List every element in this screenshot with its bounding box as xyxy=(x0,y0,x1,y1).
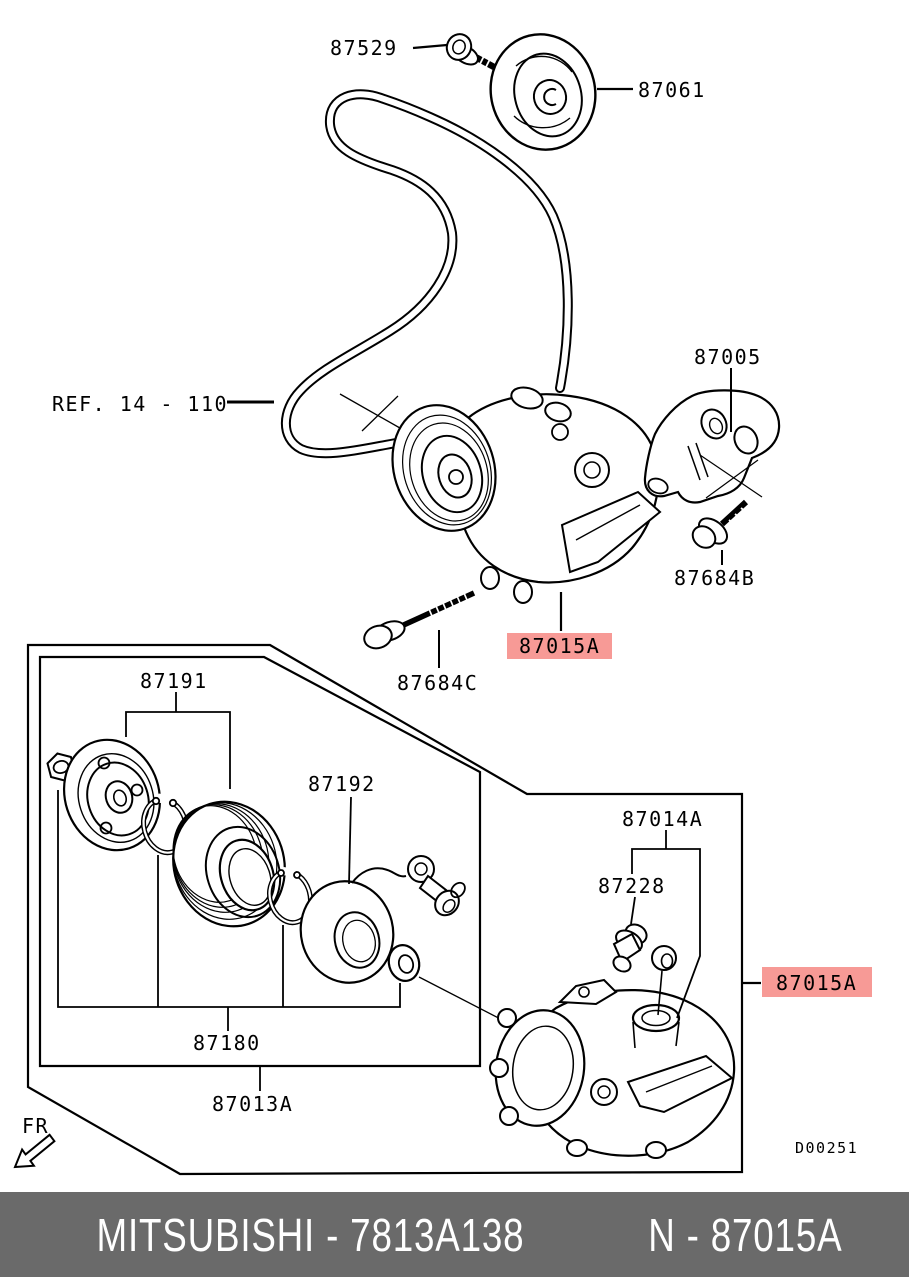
compressor-top-callout: 87015A xyxy=(507,592,612,659)
part-label-compressor-right: 87015A xyxy=(776,971,857,995)
footer-brand-part: MITSUBISHI - 7813A138 xyxy=(96,1208,525,1261)
clutch-pulley xyxy=(172,800,286,928)
highlight-87015a-right xyxy=(762,967,872,997)
clutch-assy-bracket xyxy=(125,692,231,789)
outer-group-box xyxy=(26,643,744,1176)
fr-marker: FR xyxy=(13,1114,56,1169)
snap-ring-rear xyxy=(267,867,313,926)
part-label-compressor-top: 87015A xyxy=(519,634,600,658)
drive-belt xyxy=(281,89,573,477)
compressor-bolt xyxy=(363,590,476,668)
part-label-mount-bracket: 87005 xyxy=(694,345,762,369)
inner-group-box xyxy=(38,655,482,1068)
clutch-kit-bracket xyxy=(57,790,401,1031)
part-label-valve-group: 87014A xyxy=(622,807,703,831)
coil-connector xyxy=(407,855,466,917)
part-label-pressure-sensor: 87228 xyxy=(598,874,666,898)
part-label-clutch-set: 87013A xyxy=(212,1092,293,1116)
part-label-bracket-bolt: 87684B xyxy=(674,566,755,590)
idler-bolt xyxy=(412,33,496,70)
compressor-assembly-lower xyxy=(489,978,736,1159)
part-label-clutch-coil: 87192 xyxy=(308,772,376,796)
coil-label-leader xyxy=(348,796,352,885)
footer-catalog-ref: N - 87015A xyxy=(647,1208,843,1261)
highlight-87015a-top xyxy=(507,633,612,659)
idler-pulley xyxy=(489,33,633,151)
compressor-right-callout: 87015A xyxy=(743,967,872,997)
bracket-bolt xyxy=(691,499,749,565)
fr-arrow-icon xyxy=(13,1133,56,1169)
part-label-compressor-bolt: 87684C xyxy=(397,671,478,695)
sensor-plug xyxy=(651,945,677,1016)
clutch-disc xyxy=(62,738,162,852)
compressor-assembly-top xyxy=(391,386,662,604)
valve-group-bracket xyxy=(631,830,701,1019)
belt-ref-leader xyxy=(227,393,415,437)
parts-diagram: REF. 14 - 110 87529 87061 xyxy=(13,33,872,1176)
footer-banner: MITSUBISHI - 7813A138 N - 87015A xyxy=(0,1192,909,1277)
shaft-washer xyxy=(387,944,421,982)
clutch-coil xyxy=(299,855,466,984)
part-label-clutch-kit: 87180 xyxy=(193,1031,261,1055)
part-label-clutch-assy: 87191 xyxy=(140,669,208,693)
part-label-idler-pulley: 87061 xyxy=(638,78,706,102)
pressure-sensor xyxy=(612,896,648,973)
part-label-idler-bolt: 87529 xyxy=(330,36,398,60)
fr-label: FR xyxy=(22,1114,49,1138)
drawing-code: D00251 xyxy=(795,1139,858,1157)
mount-bracket xyxy=(643,368,781,504)
part-label-belt-ref: REF. 14 - 110 xyxy=(52,392,228,416)
